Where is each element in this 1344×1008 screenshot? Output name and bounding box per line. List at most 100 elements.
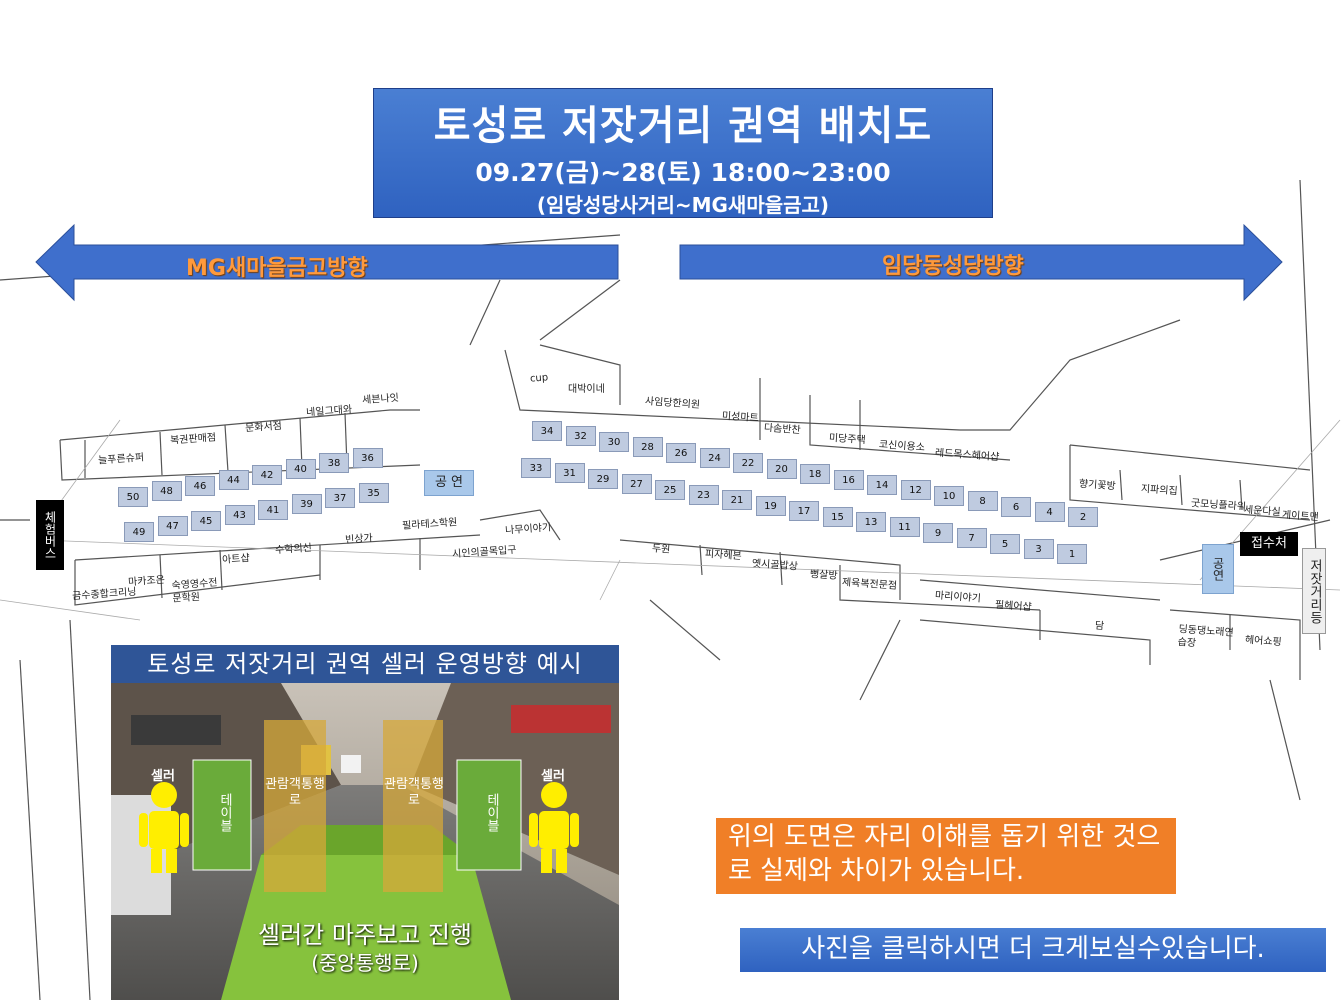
booth-49: 49 [124,522,154,542]
shop-label: 코신이용소 [878,439,926,454]
photo-caption-sub: (중앙통행로) [311,951,419,975]
shop-label: 복권판매점 [169,432,217,447]
shop-label: 세븐나잇 [361,392,400,407]
click-photo-notice[interactable]: 사진을 클릭하시면 더 크게보실수있습니다. [740,928,1326,972]
photo-caption-main: 셀러간 마주보고 진행 [258,921,472,949]
booth-44: 44 [218,470,249,491]
shop-label: 미성마트 [721,410,760,425]
booth-5: 5 [990,533,1020,554]
shop-label: 지파의집 [1140,483,1179,498]
booth-22: 22 [733,453,763,474]
shop-label: 나무이야기 [504,522,552,537]
shop-label: 담 [1094,620,1105,633]
booth-27: 27 [621,474,652,495]
shop-label: 뻥살방 [809,569,838,582]
booth-9: 9 [923,522,953,543]
booth-7: 7 [956,528,987,549]
stage-center: 공 연 [424,470,474,496]
booth-37: 37 [325,488,355,509]
shop-label: 필헤어샵 [994,599,1033,614]
shop-label: 아트샵 [221,553,251,566]
walkway-right [383,720,443,892]
reception-label: 접수처 [1240,532,1298,556]
seller-left-figure [139,782,189,873]
shop-label: 딩동댕노래연습장 [1177,624,1234,650]
booth-8: 8 [967,491,998,512]
booth-42: 42 [252,464,282,485]
event-date: 09.27(금)~28(토) 18:00~23:00 [475,158,891,187]
title-box: 토성로 저잣거리 권역 배치도 09.27(금)~28(토) 18:00~23:… [373,88,993,218]
disclaimer-notice: 위의 도면은 자리 이해를 돕기 위한 것으로 실제와 차이가 있습니다. [716,818,1176,894]
shop-label: 미당주택 [828,432,867,447]
shop-label: 수학의신 [274,542,313,557]
shop-label: 늘푸른슈퍼 [97,452,145,467]
jeojat-light-label: 저잣거리등 [1302,548,1326,634]
booth-10: 10 [934,485,964,506]
booth-32: 32 [565,426,596,447]
left-arrow-label: MG새마을금고방향 [186,256,368,281]
event-range: (임당성당사거리~MG새마을금고) [536,193,830,217]
shop-label: cup [529,372,549,385]
shop-label: 피자헤븐 [704,548,743,563]
walkway-label-left: 관람객통행로 [265,777,325,808]
booth-4: 4 [1034,502,1065,522]
walkway-left [264,720,326,892]
booth-25: 25 [655,479,685,500]
booth-23: 23 [688,485,719,505]
table-left [192,759,252,871]
shop-label: 문화서점 [244,420,283,435]
seller-label-left: 셀러 [151,769,175,784]
booth-6: 6 [1001,496,1031,517]
shop-label: 다솜반찬 [763,422,802,437]
booth-14: 14 [867,475,897,495]
booth-16: 16 [833,469,864,490]
shop-label: 헤어쇼핑 [1244,634,1283,649]
booth-31: 31 [554,463,585,484]
table-right [456,759,522,871]
shop-label: 대박이네 [568,384,605,395]
main-title: 토성로 저잣거리 권역 배치도 [433,103,933,149]
seller-right-figure [529,782,579,873]
booth-43: 43 [224,505,255,526]
booth-28: 28 [632,437,663,458]
booth-26: 26 [666,442,696,463]
booth-3: 3 [1023,539,1054,559]
booth-46: 46 [185,475,215,496]
direction-arrows [35,223,1283,302]
booth-40: 40 [285,459,316,479]
seller-example-photo[interactable]: 토성로 저잣거리 권역 셀러 운영방향 예시 셀러 셀러 테이블 테이블 관람객… [111,645,619,1000]
booth-48: 48 [151,481,182,502]
table-label-right: 테이블 [484,793,499,832]
shop-label: 향기꽃방 [1078,478,1117,493]
right-direction-arrow [679,223,1283,302]
booth-20: 20 [766,458,797,479]
booth-50: 50 [118,487,148,507]
walkway-label-right: 관람객통행로 [384,777,444,808]
booth-45: 45 [191,510,221,531]
booth-18: 18 [800,464,830,485]
street-photo-illustration [111,683,619,1000]
booth-35: 35 [358,482,389,503]
booth-17: 17 [789,501,819,522]
booth-33: 33 [521,458,551,478]
booth-36: 36 [352,447,383,468]
booth-13: 13 [856,512,886,532]
booth-47: 47 [157,516,188,537]
shop-label: 게이트맨 [1281,509,1320,524]
booth-41: 41 [258,499,288,520]
booth-24: 24 [699,448,730,468]
shop-label: 숙영영수전문학원 [171,577,218,605]
booth-29: 29 [588,468,618,489]
booth-30: 30 [599,431,629,452]
shop-label: 네일그대와 [305,404,353,419]
seller-label-right: 셀러 [541,769,565,784]
booth-2: 2 [1068,507,1098,528]
experience-bus-label: 체험버스 [36,500,64,570]
booth-1: 1 [1057,544,1087,565]
shop-label: 빈상가 [344,533,374,546]
photo-title: 토성로 저잣거리 권역 셀러 운영방향 예시 [111,645,619,683]
booth-19: 19 [755,495,786,516]
shop-label: 두원 [651,543,671,556]
